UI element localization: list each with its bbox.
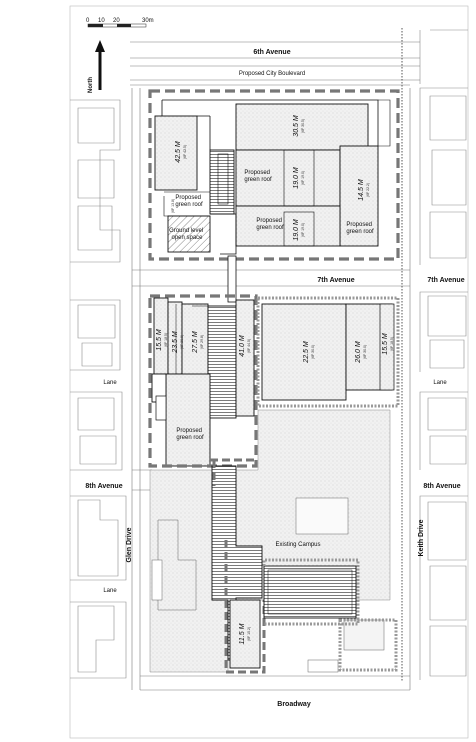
label-green-roof-1: Proposed green roof — [175, 195, 203, 208]
scale-bar: 0 10 20 30m — [86, 18, 154, 28]
svg-text:(6F 30.5): (6F 30.5) — [301, 119, 305, 133]
svg-text:22.5 M: 22.5 M — [303, 341, 310, 364]
height-23-5: 23.5 M (6F 30.0) — [172, 331, 184, 354]
svg-text:19.0 M: 19.0 M — [293, 167, 300, 189]
height-30-5: 30.5 M (6F 30.5) — [293, 115, 305, 137]
svg-text:(6F 30.0): (6F 30.0) — [180, 335, 184, 349]
height-14-5: 14.5 M (6F 22.2) — [358, 179, 370, 201]
scale-tick-20: 20 — [113, 18, 120, 24]
height-19-0-b: 19.0 M (6F 19.0) — [293, 219, 305, 241]
label-8th-avenue-left: 8th Avenue — [85, 483, 122, 490]
label-8th-avenue-right: 8th Avenue — [423, 483, 460, 490]
existing-campus-area — [149, 409, 391, 673]
svg-text:14.5 M: 14.5 M — [358, 179, 365, 201]
height-15-5-a: 15.5 M (6F 18.5) — [156, 329, 168, 351]
southeast-block — [261, 303, 395, 401]
height-41-0: 41.0 M (6F 44.5) — [239, 335, 251, 357]
height-26-0: 26.0 M (6F 30.0) — [355, 341, 367, 364]
label-glen-drive: Glen Drive — [126, 527, 133, 562]
neighbour-blocks-right — [419, 29, 468, 680]
southeast-corner-boundary — [338, 618, 398, 672]
svg-text:19.0 M: 19.0 M — [293, 219, 300, 241]
north-block — [154, 99, 391, 255]
svg-text:(6F 19.0): (6F 19.0) — [301, 171, 305, 185]
label-lane-left-upper: Lane — [103, 380, 117, 386]
label-6th-avenue: 6th Avenue — [253, 49, 290, 56]
label-7th-avenue-right: 7th Avenue — [427, 277, 464, 284]
label-existing-campus: Existing Campus — [275, 542, 320, 548]
height-42-5: 42.5 M (6F 42.5) — [175, 141, 187, 163]
north-site-boundary — [148, 89, 400, 261]
svg-text:(6F 22.2): (6F 22.2) — [366, 183, 370, 197]
svg-text:26.0 M: 26.0 M — [355, 341, 362, 364]
svg-text:(6F 15.2): (6F 15.2) — [247, 627, 251, 641]
east-wing-boundary — [262, 558, 360, 626]
spine-boundary — [224, 540, 266, 674]
southwest-site-boundary — [148, 294, 258, 468]
scale-tick-30: 30m — [142, 18, 154, 24]
svg-text:(6F 18.5): (6F 18.5) — [390, 337, 394, 351]
svg-text:(6F 29.8): (6F 29.8) — [200, 335, 204, 349]
svg-text:27.5 M: 27.5 M — [192, 331, 199, 354]
svg-text:42.5 M: 42.5 M — [175, 141, 182, 163]
svg-text:23.5 M: 23.5 M — [172, 331, 179, 354]
label-7th-avenue-center: 7th Avenue — [317, 277, 354, 284]
scale-tick-10: 10 — [98, 18, 105, 24]
north-arrow-icon: North — [88, 40, 105, 93]
label-open-space: Ground level open space — [169, 228, 205, 241]
svg-text:15.5 M: 15.5 M — [156, 329, 163, 351]
label-green-roof-5: Proposed green roof — [176, 428, 204, 441]
label-green-roof-3: Proposed green roof — [256, 218, 284, 231]
svg-text:(6F 18.5): (6F 18.5) — [164, 333, 168, 347]
svg-text:30.5 M: 30.5 M — [293, 115, 300, 137]
svg-text:11.5 M: 11.5 M — [239, 623, 246, 644]
height-11-5: 11.5 M (6F 15.2) — [239, 623, 251, 644]
label-broadway: Broadway — [277, 701, 311, 708]
north-label: North — [88, 77, 94, 93]
height-15-5-b: 15.5 M (6F 18.5) — [382, 333, 394, 355]
label-keith-drive: Keith Drive — [418, 519, 425, 556]
campus-east-wing — [263, 565, 357, 619]
label-city-boulevard: Proposed City Boulevard — [239, 71, 305, 77]
svg-text:(6F 30.0): (6F 30.0) — [363, 345, 367, 359]
label-lane-right-upper: Lane — [433, 380, 447, 386]
svg-text:(6F 42.5): (6F 42.5) — [183, 145, 187, 159]
height-22-5: 22.5 M (6F 30.0) — [303, 341, 315, 364]
height-27-5: 27.5 M (6F 29.8) — [192, 331, 204, 354]
campus-spine — [211, 465, 263, 669]
svg-text:(6F 30.0): (6F 30.0) — [311, 345, 315, 359]
spine-boundary-top — [210, 458, 256, 486]
height-19-0-a: 19.0 M (6F 19.0) — [293, 167, 305, 189]
svg-text:(6F 13.8): (6F 13.8) — [171, 199, 175, 213]
label-green-roof-2: Proposed green roof — [244, 170, 272, 183]
neighbour-blocks-left — [70, 99, 127, 679]
southeast-site-boundary — [256, 296, 400, 408]
label-lane-left-lower: Lane — [103, 588, 117, 594]
label-green-roof-4: Proposed green roof — [346, 222, 374, 235]
street-edges — [130, 41, 420, 691]
svg-text:15.5 M: 15.5 M — [382, 333, 389, 355]
scale-tick-0: 0 — [86, 18, 90, 24]
svg-text:(6F 44.5): (6F 44.5) — [247, 339, 251, 353]
svg-text:41.0 M: 41.0 M — [239, 335, 246, 357]
height-small-note: (6F 13.8) — [171, 199, 175, 213]
svg-text:(6F 19.0): (6F 19.0) — [301, 223, 305, 237]
pedestrian-bridge — [227, 255, 237, 303]
southwest-block — [151, 297, 255, 467]
